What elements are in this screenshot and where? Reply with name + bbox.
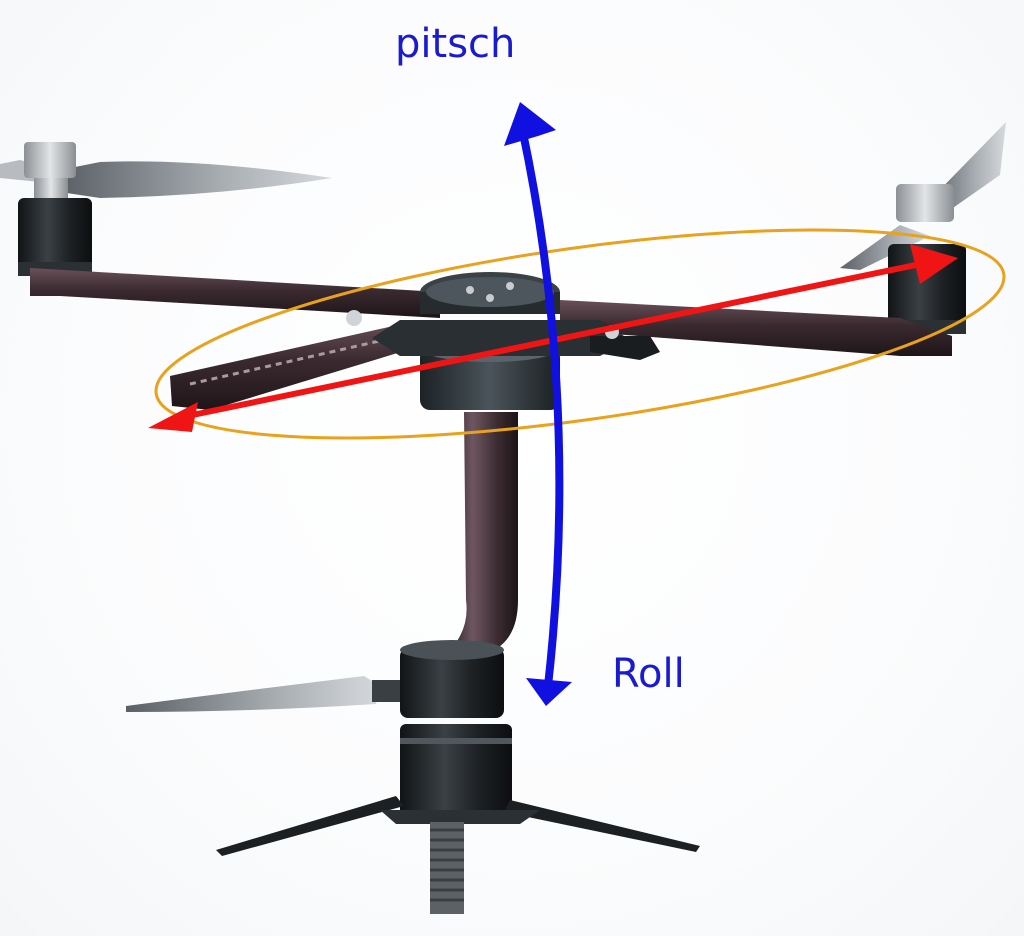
propeller-bottom (126, 676, 380, 712)
pitch-axis-arrow (504, 102, 572, 706)
motor-top-left (0, 142, 332, 276)
arm-right (560, 300, 952, 356)
arm-left (30, 268, 440, 318)
propeller-top-right-lower (840, 225, 930, 270)
motor-top-right (840, 122, 1006, 334)
yaw-rotation-ellipse (154, 228, 1006, 440)
center-hub (346, 272, 660, 410)
propeller-top-left (60, 161, 332, 198)
motor-bottom (126, 640, 512, 820)
pitch-label: pitsch (395, 21, 516, 67)
tripod-base (216, 796, 700, 914)
roll-label: Roll (612, 651, 685, 697)
gimbal-stem (448, 412, 518, 652)
